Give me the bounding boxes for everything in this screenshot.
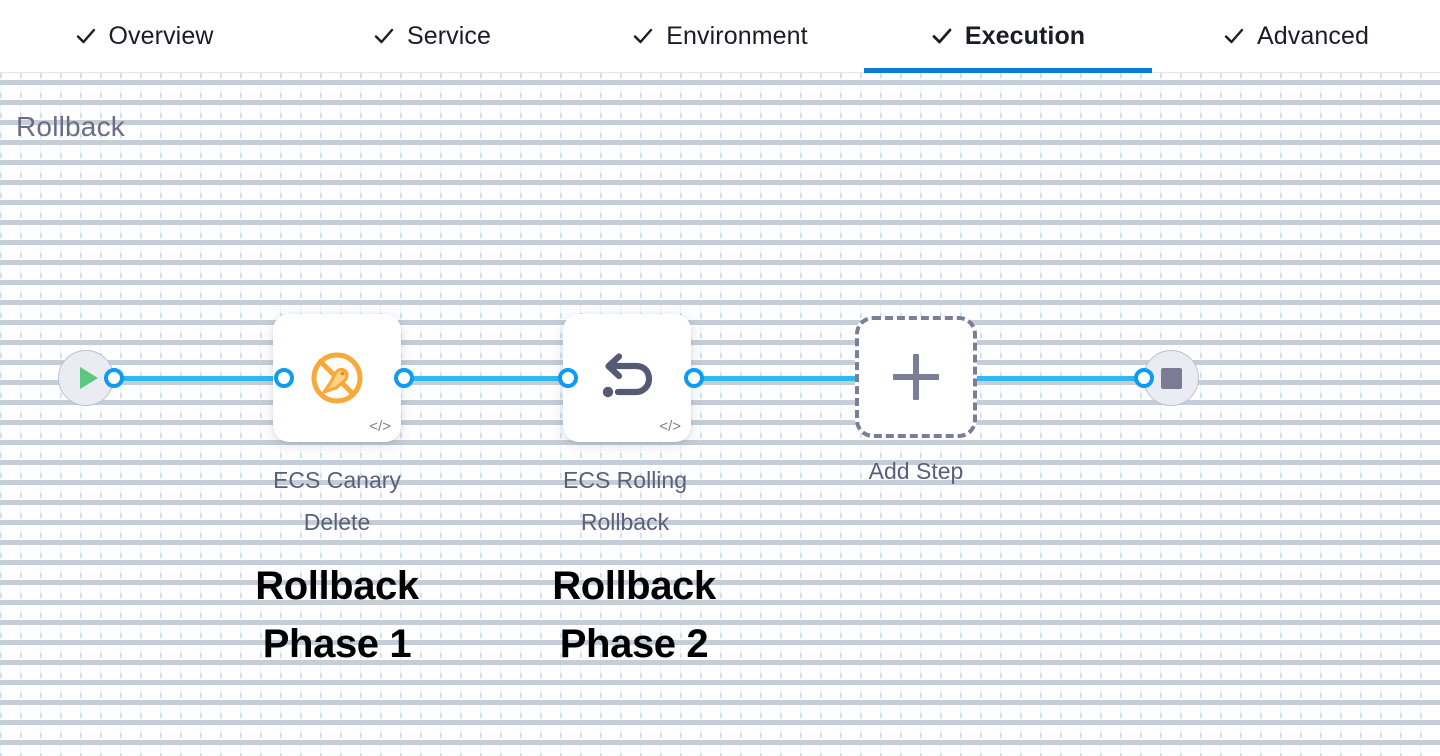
page-title: Rollback: [16, 111, 125, 142]
check-icon: [931, 25, 953, 47]
add-step-button[interactable]: [855, 316, 977, 438]
tab-advanced[interactable]: Advanced: [1152, 0, 1440, 73]
stop-icon: [1160, 367, 1182, 389]
node1-input-port[interactable]: [274, 368, 294, 388]
check-icon: [75, 25, 97, 47]
tab-underline: [288, 68, 576, 73]
edge-node2-to-addstep: [693, 376, 873, 381]
tab-underline: [576, 68, 864, 73]
code-badge-icon: </>: [659, 418, 681, 435]
tab-label: Advanced: [1257, 21, 1369, 50]
end-node[interactable]: [1143, 350, 1199, 406]
step-node-ecs-canary-delete[interactable]: </>: [273, 314, 401, 442]
tab-underline: [1152, 68, 1440, 73]
start-node-output-port[interactable]: [104, 368, 124, 388]
tab-label: Overview: [108, 21, 214, 50]
tab-label: Service: [406, 21, 492, 50]
node2-input-port[interactable]: [558, 368, 578, 388]
edge-node1-to-node2: [403, 376, 573, 381]
tab-environment[interactable]: Environment: [576, 0, 864, 73]
tab-overview[interactable]: Overview: [0, 0, 288, 73]
tab-execution[interactable]: Execution: [864, 0, 1152, 73]
add-step-label: Add Step: [868, 458, 964, 484]
edge-addstep-to-end: [975, 376, 1150, 381]
plus-icon: [893, 354, 939, 400]
wizard-tab-bar: Overview Service Environment Execution A…: [0, 0, 1440, 73]
tab-label: Execution: [964, 21, 1086, 50]
pipeline-graph: </> ECS Canary Delete Rollback Phase 1 <…: [0, 73, 1440, 756]
step-node-label-ecs-canary-delete: ECS Canary Delete: [273, 467, 401, 535]
check-icon: [632, 25, 654, 47]
canary-delete-icon: [306, 347, 368, 409]
rollback-arrow-icon: [596, 347, 658, 409]
tab-underline-active: [864, 67, 1152, 73]
check-icon: [373, 25, 395, 47]
step-node-label-ecs-rolling-rollback: ECS Rolling Rollback: [563, 467, 687, 535]
play-icon: [80, 367, 98, 389]
tab-label: Environment: [666, 21, 808, 50]
code-badge-icon: </>: [369, 418, 391, 435]
annotation-rollback-phase-2: Rollback Phase 2: [552, 564, 716, 666]
step-node-ecs-rolling-rollback[interactable]: </>: [563, 314, 691, 442]
pipeline-canvas[interactable]: Rollback </>: [0, 73, 1440, 756]
check-icon: [1223, 25, 1245, 47]
edge-start-to-node1: [113, 376, 283, 381]
tab-service[interactable]: Service: [288, 0, 576, 73]
annotation-rollback-phase-1: Rollback Phase 1: [255, 564, 419, 666]
node2-output-port[interactable]: [684, 368, 704, 388]
end-node-input-port[interactable]: [1134, 368, 1154, 388]
node1-output-port[interactable]: [394, 368, 414, 388]
tab-underline: [0, 68, 288, 73]
